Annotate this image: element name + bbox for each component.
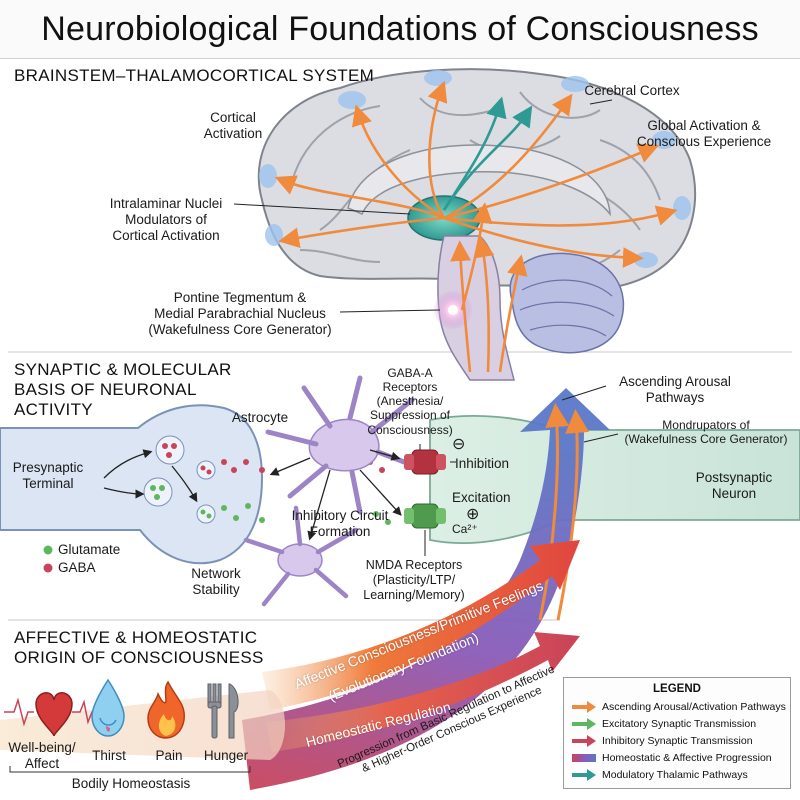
legend-title: LEGEND	[653, 683, 701, 695]
modulatory-thalamic-arrows	[442, 96, 533, 211]
gaba-dot	[43, 563, 53, 573]
astrocyte-arrows	[269, 449, 402, 541]
fork-knife-icon	[207, 683, 239, 739]
legend-gradient-icon	[572, 753, 596, 763]
icon-label-wellbeing: Well-being/ Affect	[8, 740, 76, 771]
label-nmda-receptors: NMDA Receptors (Plasticity/LTP/ Learning…	[363, 558, 465, 602]
presynaptic-arrows	[103, 449, 198, 503]
label-network-stability: Network Stability	[191, 566, 241, 597]
icon-label-pain: Pain	[155, 748, 183, 763]
label-excitation: Excitation	[452, 490, 511, 505]
nmda-receptor	[404, 503, 446, 529]
legend-item: Homeostatic & Affective Progression	[564, 749, 790, 766]
section-heading-brainstem: BRAINSTEM–THALAMOCORTICAL SYSTEM	[14, 66, 375, 85]
label-inhibition: Inhibition	[455, 456, 510, 471]
legend-item: Inhibitory Synaptic Transmission	[564, 732, 790, 749]
page-title: Neurobiological Foundations of Conscious…	[41, 9, 759, 48]
label-cortical-activation: Cortical Activation	[203, 110, 263, 141]
legend-item: Ascending Arousal/Activation Pathways	[564, 698, 790, 715]
legend-label: Inhibitory Synaptic Transmission	[602, 734, 753, 747]
section-heading-synaptic: SYNAPTIC & MOLECULAR BASIS OF NEURONAL A…	[14, 360, 232, 420]
legend-label: Excitatory Synaptic Transmission	[602, 717, 757, 730]
synaptic-leader-lines	[419, 444, 456, 556]
water-drop-icon	[91, 678, 125, 737]
legend-item: Modulatory Thalamic Pathways	[564, 766, 790, 783]
legend: LEGEND Ascending Arousal/Activation Path…	[563, 677, 791, 789]
interneuron-shape	[243, 505, 359, 607]
legend-arrow-green-icon	[572, 717, 596, 730]
astrocyte-shape	[265, 375, 423, 515]
label-astrocyte: Astrocyte	[231, 410, 289, 425]
flame-icon	[147, 680, 185, 739]
label-modulators: Mondrupators of (Wakefulness Core Genera…	[624, 418, 788, 447]
label-gaba-a-receptors: GABA-A Receptors (Anesthesia/ Suppressio…	[367, 366, 453, 437]
bodily-bracket	[9, 766, 251, 773]
brain-leader-lines	[233, 99, 613, 313]
excitation-symbol: ⊕	[466, 506, 480, 523]
inhibition-symbol: ⊖	[452, 436, 466, 453]
legend-label: Homeostatic & Affective Progression	[602, 751, 772, 764]
label-inhibitory-circuit: Inhibitory Circuit Formation	[291, 508, 389, 539]
glutamate-dot	[43, 545, 53, 555]
title-bar: Neurobiological Foundations of Conscious…	[0, 0, 800, 59]
legend-arrow-red-icon	[572, 734, 596, 747]
icon-label-hunger: Hunger	[203, 748, 249, 763]
icon-label-thirst: Thirst	[92, 748, 126, 763]
homeostatic-arrow	[266, 632, 580, 752]
label-ascending-arousal: Ascending Arousal Pathways	[619, 374, 731, 405]
label-presynaptic-terminal: Presynaptic Terminal	[12, 460, 84, 491]
presynaptic-terminal-shape	[0, 404, 264, 565]
key-glutamate: Glutamate	[58, 542, 121, 557]
legend-arrow-orange-icon	[572, 700, 596, 713]
label-cerebral-cortex: Cerebral Cortex	[584, 83, 680, 98]
legend-label: Ascending Arousal/Activation Pathways	[602, 700, 786, 713]
label-pontine-tegmentum: Pontine Tegmentum & Medial Parabrachial …	[148, 290, 332, 337]
vesicles	[143, 435, 216, 524]
cortical-activation-arrows	[274, 80, 678, 373]
label-global-activation: Global Activation & Conscious Experience	[636, 118, 772, 149]
legend-arrow-teal-icon	[572, 768, 596, 781]
section-heading-affective: AFFECTIVE & HOMEOSTATIC ORIGIN OF CONSCI…	[14, 628, 264, 668]
ascending-arousal-thin-arrows	[538, 403, 590, 621]
label-intralaminar-nuclei: Intralaminar Nuclei Modulators of Cortic…	[109, 196, 223, 243]
legend-label: Modulatory Thalamic Pathways	[602, 768, 748, 781]
legend-item: Excitatory Synaptic Transmission	[564, 715, 790, 732]
gaba-a-receptor	[404, 449, 446, 475]
label-postsynaptic-neuron: Postsynaptic Neuron	[695, 470, 773, 501]
label-bodily-homeostasis: Bodily Homeostasis	[71, 776, 191, 791]
affective-arrow	[262, 540, 580, 710]
label-calcium: Ca²⁺	[452, 522, 478, 536]
key-gaba: GABA	[58, 560, 96, 575]
postsynaptic-neuron-shape	[429, 415, 800, 544]
